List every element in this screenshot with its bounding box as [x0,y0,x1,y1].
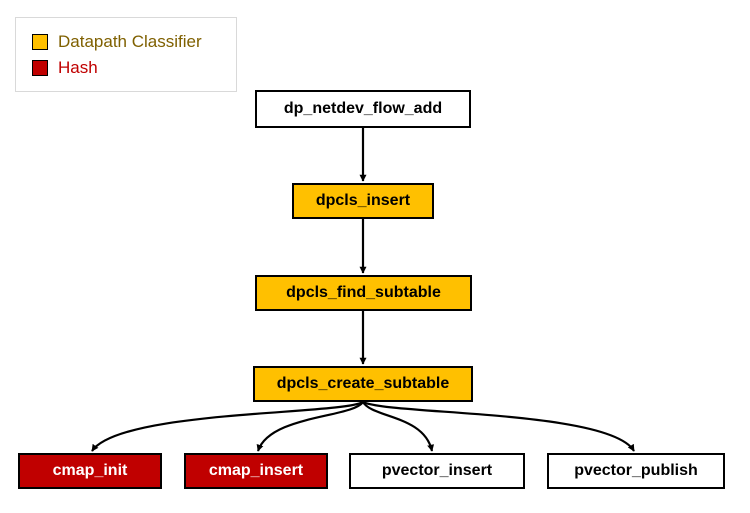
node-dpcls-find-subtable: dpcls_find_subtable [255,275,472,311]
edge-create-to-pvector-publish [362,400,635,452]
legend-swatch-hash [32,60,48,76]
legend-label-hash: Hash [58,58,98,77]
legend-item-datapath-classifier: Datapath Classifier [32,32,202,52]
node-pvector-insert: pvector_insert [349,453,525,489]
node-pvector-publish: pvector_publish [547,453,725,489]
node-dpcls-create-subtable: dpcls_create_subtable [253,366,473,402]
node-cmap-insert: cmap_insert [184,453,328,489]
edge-create-to-cmap-insert [256,401,364,452]
legend-item-hash: Hash [32,58,98,78]
edge-create-to-pvector-insert [362,401,435,452]
edge-create-to-cmap-init [91,401,364,452]
legend-label-classifier: Datapath Classifier [58,32,202,51]
legend-swatch-classifier [32,34,48,50]
node-dp-netdev-flow-add: dp_netdev_flow_add [255,90,471,128]
legend: Datapath Classifier Hash [15,17,237,92]
node-cmap-init: cmap_init [18,453,162,489]
node-dpcls-insert: dpcls_insert [292,183,434,219]
